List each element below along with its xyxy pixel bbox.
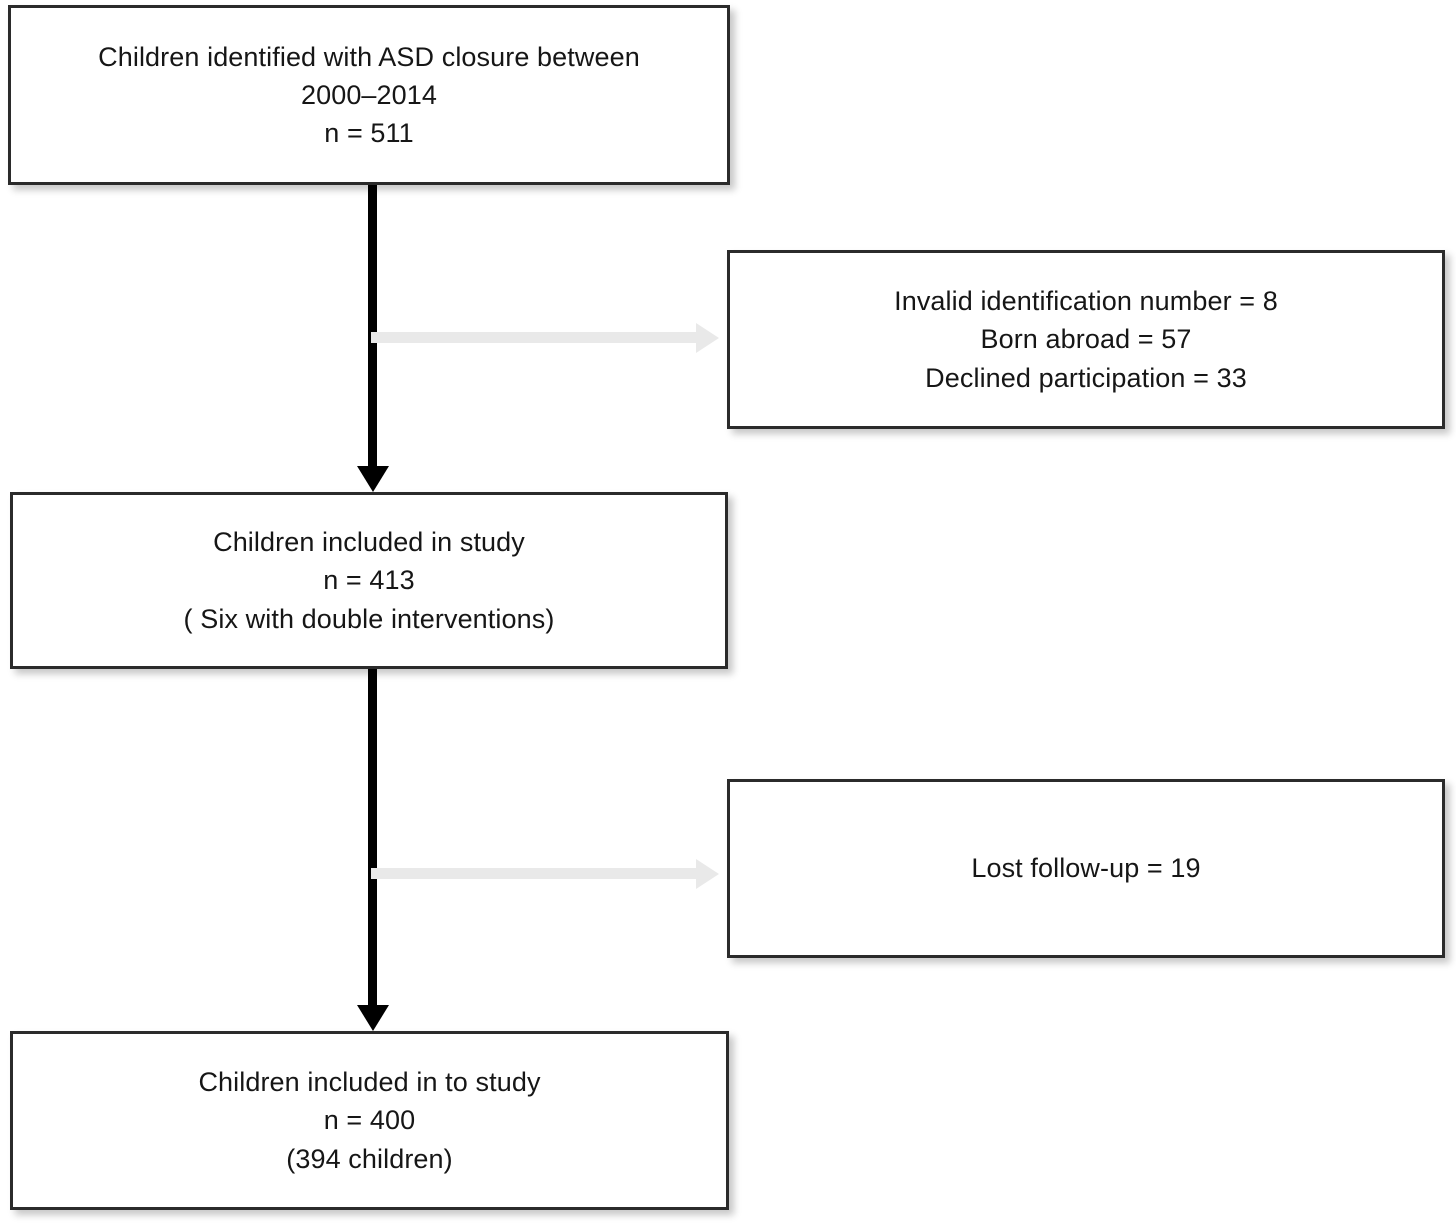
node-line: n = 400 [323,1105,416,1136]
node-children-included-in-to-study: Children included in to study n = 400 (3… [10,1031,729,1210]
node-exclusions-second: Lost follow-up = 19 [727,779,1445,958]
node-line: n = 511 [324,118,414,149]
node-line: ( Six with double interventions) [183,603,555,634]
node-children-included-in-study: Children included in study n = 413 ( Six… [10,492,728,669]
node-line: 2000–2014 [300,79,438,110]
node-line: Lost follow-up = 19 [971,853,1201,884]
node-line: Children included in to study [198,1067,541,1097]
arrow-exclusion-second [371,868,697,879]
node-line: n = 413 [323,565,415,596]
arrow-identified-to-included [368,185,377,467]
node-line: Children identified with ASD closure bet… [98,41,640,72]
arrow-exclusion-first [371,332,697,343]
node-exclusions-first: Invalid identification number = 8 Born a… [727,250,1445,429]
node-line: Born abroad = 57 [980,324,1192,355]
node-line: (394 children) [286,1143,453,1174]
arrow-included-to-final [368,669,377,1006]
node-children-identified: Children identified with ASD closure bet… [8,5,730,185]
node-line: Invalid identification number = 8 [894,286,1278,316]
node-line: Children included in study [213,527,525,557]
node-line: Declined participation = 33 [925,362,1247,393]
